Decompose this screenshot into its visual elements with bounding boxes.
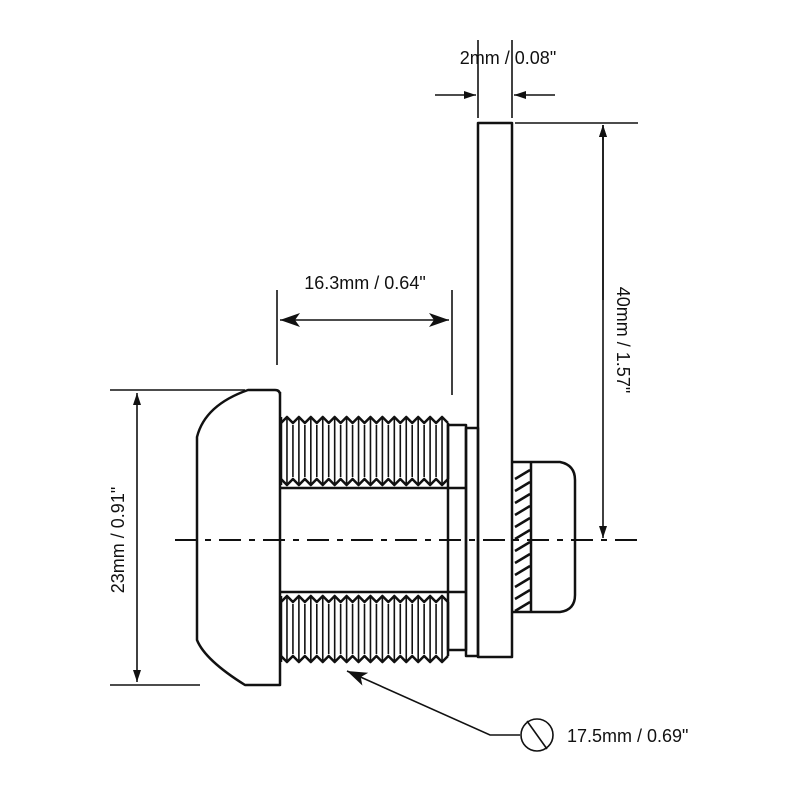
lock-head bbox=[195, 388, 282, 687]
thread-edge bbox=[279, 417, 450, 485]
dim-label: 40mm / 1.57" bbox=[613, 287, 633, 393]
knurl-line bbox=[514, 480, 531, 493]
cam-nut bbox=[512, 460, 577, 614]
dim-plate-length: 40mm / 1.57" bbox=[515, 122, 638, 538]
dim-thread-length: 16.3mm / 0.64" bbox=[276, 273, 453, 395]
dim-head-diameter: 23mm / 0.91" bbox=[108, 389, 245, 686]
knurl-line bbox=[514, 540, 531, 553]
knurl-line bbox=[514, 492, 531, 505]
knurl-line bbox=[514, 504, 531, 517]
knurl-line bbox=[514, 468, 531, 481]
thread-edge bbox=[280, 415, 449, 425]
thread-edge bbox=[280, 594, 449, 604]
thread-edge bbox=[279, 596, 450, 662]
dim-label: 16.3mm / 0.64" bbox=[304, 273, 425, 293]
dim-thread-diameter: 17.5mm / 0.69" bbox=[346, 670, 688, 752]
dim-plate-thickness: 2mm / 0.08" bbox=[435, 40, 556, 118]
knurl-line bbox=[514, 564, 531, 577]
thread-edge bbox=[280, 477, 449, 487]
knurl-line bbox=[514, 528, 531, 541]
knurl-line bbox=[514, 600, 531, 613]
thread bbox=[279, 415, 450, 664]
dim-label: 23mm / 0.91" bbox=[108, 487, 128, 593]
knurl-line bbox=[514, 552, 531, 565]
cam-plate bbox=[476, 121, 514, 659]
knurl-line bbox=[514, 588, 531, 601]
dim-label: 2mm / 0.08" bbox=[460, 48, 556, 68]
dim-label: 17.5mm / 0.69" bbox=[567, 726, 688, 746]
knurl-line bbox=[514, 516, 531, 529]
knurl-line bbox=[514, 576, 531, 589]
thread-edge bbox=[280, 654, 449, 664]
diameter-icon bbox=[520, 718, 554, 752]
